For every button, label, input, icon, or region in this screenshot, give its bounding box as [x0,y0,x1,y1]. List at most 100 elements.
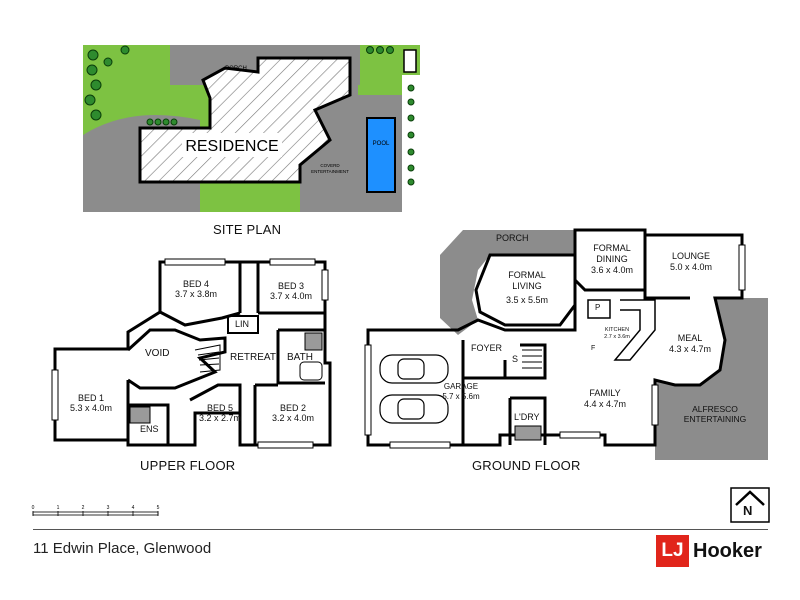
ground-stair [522,349,542,369]
room-bed3: BED 3 3.7 x 4.0m [260,281,322,301]
room-formal-living-name1: FORMAL [508,270,546,280]
room-fridge: F [591,345,596,352]
ground-alfresco-area [655,298,768,460]
room-meal: MEAL 4.3 x 4.7m [660,333,720,355]
ground-windows [364,244,746,449]
room-bed5-size: 3.2 x 2.7m [198,413,242,423]
room-bed2-size: 3.2 x 4.0m [271,413,315,423]
ground-cars [379,354,449,424]
room-alfresco-name2: ENTERTAINING [683,414,747,424]
ground-stair-wall [503,343,547,380]
room-formal-living-size: 3.5 x 5.5m [505,295,549,305]
room-bed1-size: 5.3 x 4.0m [69,403,113,413]
property-address: 11 Edwin Place, Glenwood [33,540,212,557]
site-residence-label: RESIDENCE [185,138,278,155]
ground-dining-wall [573,278,645,292]
room-alfresco: ALFRESCO ENTERTAINING [670,404,760,424]
scale-tick-label: 2 [82,505,85,511]
room-bed4-name: BED 4 [182,279,209,289]
site-trees [84,45,415,186]
logo-mark: LJ [656,535,689,567]
room-garage-size: 5.7 x 5.6m [442,392,480,401]
upper-outer-wall [53,260,332,447]
site-plan-caption: SITE PLAN [213,222,282,237]
ground-kitchen-bench [613,299,656,361]
room-lounge-name: LOUNGE [671,251,710,261]
room-ens: ENS [140,424,159,434]
scale-tick-label: 0 [32,505,35,511]
upper-bath-tub [299,361,323,381]
room-void: VOID [145,348,170,359]
logo-word: Hooker [693,540,762,562]
ground-laundry-wall [508,396,547,445]
room-bed1-name: BED 1 [77,393,104,403]
compass-icon [730,487,770,523]
scale-tick-label: 5 [157,505,160,511]
room-lounge: LOUNGE 5.0 x 4.0m [660,251,722,273]
room-bed3-size: 3.7 x 4.0m [269,291,313,301]
upper-wall-bed2 [253,383,278,445]
room-kitchen-size: 2.7 x 3.6m [604,334,630,340]
room-bed4-size: 3.7 x 3.8m [174,289,218,299]
room-bed3-name: BED 3 [277,281,304,291]
room-bed4: BED 4 3.7 x 3.8m [165,279,227,299]
room-formal-living-name2: LIVING [512,281,542,291]
room-porch: PORCH [496,233,529,243]
upper-wall-bed5 [189,383,242,413]
room-formal-dining: FORMAL DINING 3.6 x 4.0m [580,243,644,276]
upper-lin-wall [227,315,259,334]
site-covered-label-2: ENTERTAINMENT [311,169,349,174]
upper-ens-shower [129,406,151,424]
room-lounge-size: 5.0 x 4.0m [669,262,713,272]
ground-laundry-tub [514,425,542,441]
room-bed5-name: BED 5 [206,403,233,413]
scale-tick-label: 1 [57,505,60,511]
room-kitchen: KITCHEN 2.7 x 3.6m [595,327,639,341]
room-bed5: BED 5 3.2 x 2.7m [190,403,250,423]
upper-bath-shower [304,332,323,351]
scale-tick-label: 3 [107,505,110,511]
room-laundry: L'DRY [514,412,540,422]
upper-wall-ens [128,403,170,445]
room-lin: LIN [235,319,250,329]
room-bath: BATH [287,352,313,363]
room-stair-s: S [512,354,519,364]
room-meal-size: 4.3 x 4.7m [668,344,712,354]
site-pool-label: POOL [373,141,390,147]
scale-tick-label: 4 [132,505,135,511]
footer-rule [33,529,768,530]
site-residence-label-bg [182,133,282,157]
room-pantry: P [595,303,601,312]
ground-porch-area [440,230,575,335]
site-strip [402,75,420,212]
room-bed2-name: BED 2 [279,403,306,413]
room-bed1: BED 1 5.3 x 4.0m [60,393,122,413]
room-meal-name: MEAL [677,333,703,343]
room-foyer: FOYER [471,343,503,353]
room-family: FAMILY 4.4 x 4.7m [574,388,636,410]
upper-windows [51,258,329,449]
scale-bar: 0 1 2 3 4 5 [32,505,160,516]
ground-pantry [587,299,611,319]
compass-north-label: N [743,503,753,518]
site-covered-label-1: COVERD [320,163,340,168]
ground-formal-living-wall [474,253,577,327]
upper-bath-wall [276,328,325,385]
upper-floor-caption: UPPER FLOOR [140,458,236,473]
upper-void-wall [126,328,227,390]
room-kitchen-name: KITCHEN [604,327,630,333]
room-formal-dining-name2: DINING [596,254,628,264]
room-bed2: BED 2 3.2 x 4.0m [262,403,324,423]
north-compass: N [730,487,770,523]
upper-stair [194,344,221,373]
room-retreat: RETREAT [230,352,276,363]
room-formal-dining-name1: FORMAL [593,243,631,253]
room-family-size: 4.4 x 4.7m [583,399,627,409]
room-family-name: FAMILY [589,388,621,398]
site-bin [403,49,417,73]
